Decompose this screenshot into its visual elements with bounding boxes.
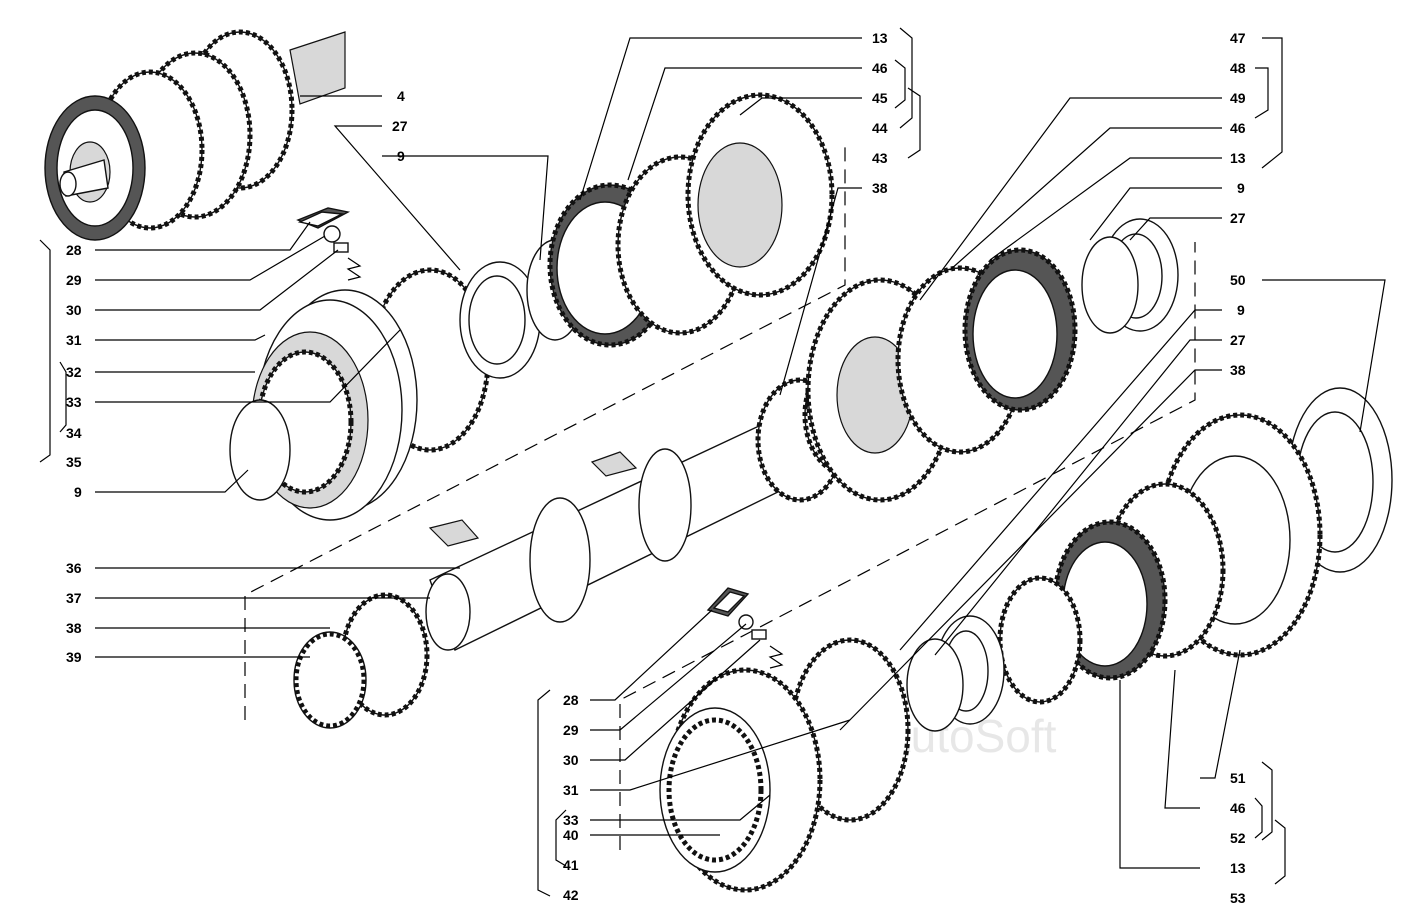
synchro-hub-left [251, 267, 491, 521]
gear-group-45 [547, 92, 835, 348]
callout-27: 27 [1230, 332, 1246, 348]
callout-9: 9 [1237, 302, 1245, 318]
callout-31: 31 [66, 332, 82, 348]
callout-9: 9 [1237, 180, 1245, 196]
callout-47: 47 [1230, 30, 1246, 46]
input-shaft-gear-cluster [44, 29, 346, 241]
callout-44: 44 [872, 120, 888, 136]
callout-33: 33 [66, 394, 82, 410]
synchro-hub-lower [659, 575, 1083, 893]
callout-29: 29 [66, 272, 82, 288]
callout-39: 39 [66, 649, 82, 665]
needle-bearing-lower [293, 592, 430, 729]
callout-52: 52 [1230, 830, 1246, 846]
callout-49: 49 [1230, 90, 1246, 106]
gear-group-47 [805, 218, 1179, 503]
callout-labels: 4 27 9 13 46 45 44 43 38 47 48 49 46 13 … [66, 30, 1246, 906]
detent-parts-upper [296, 207, 362, 281]
callout-33: 33 [563, 812, 579, 828]
detent-parts-lower [706, 587, 784, 669]
gear-group-50 [1052, 387, 1393, 681]
leader-lines [39, 27, 1386, 897]
callout-38: 38 [872, 180, 888, 196]
callout-30: 30 [66, 302, 82, 318]
callout-41: 41 [563, 857, 579, 873]
callout-28: 28 [66, 242, 82, 258]
callout-45: 45 [872, 90, 888, 106]
axis-lines [244, 140, 1196, 850]
callout-30: 30 [563, 752, 579, 768]
callout-9: 9 [397, 148, 405, 164]
callout-31: 31 [563, 782, 579, 798]
callout-27: 27 [1230, 210, 1246, 226]
callout-32: 32 [66, 364, 82, 380]
callout-36: 36 [66, 560, 82, 576]
callout-46: 46 [1230, 120, 1246, 136]
callout-53: 53 [1230, 890, 1246, 906]
callout-13: 13 [1230, 150, 1246, 166]
callout-46: 46 [1230, 800, 1246, 816]
callout-9: 9 [74, 484, 82, 500]
callout-29: 29 [563, 722, 579, 738]
callout-35: 35 [66, 454, 82, 470]
callout-51: 51 [1230, 770, 1246, 786]
callout-48: 48 [1230, 60, 1246, 76]
callout-50: 50 [1230, 272, 1246, 288]
callout-38: 38 [1230, 362, 1246, 378]
callout-4: 4 [397, 88, 405, 104]
callout-27: 27 [392, 118, 408, 134]
callout-28: 28 [563, 692, 579, 708]
callout-13: 13 [1230, 860, 1246, 876]
callout-37: 37 [66, 590, 82, 606]
snap-rings [229, 239, 584, 501]
callout-43: 43 [872, 150, 888, 166]
callout-42: 42 [563, 887, 579, 903]
callout-46: 46 [872, 60, 888, 76]
callout-40: 40 [563, 827, 579, 843]
callout-34: 34 [66, 425, 82, 441]
callout-38: 38 [66, 620, 82, 636]
callout-13: 13 [872, 30, 888, 46]
